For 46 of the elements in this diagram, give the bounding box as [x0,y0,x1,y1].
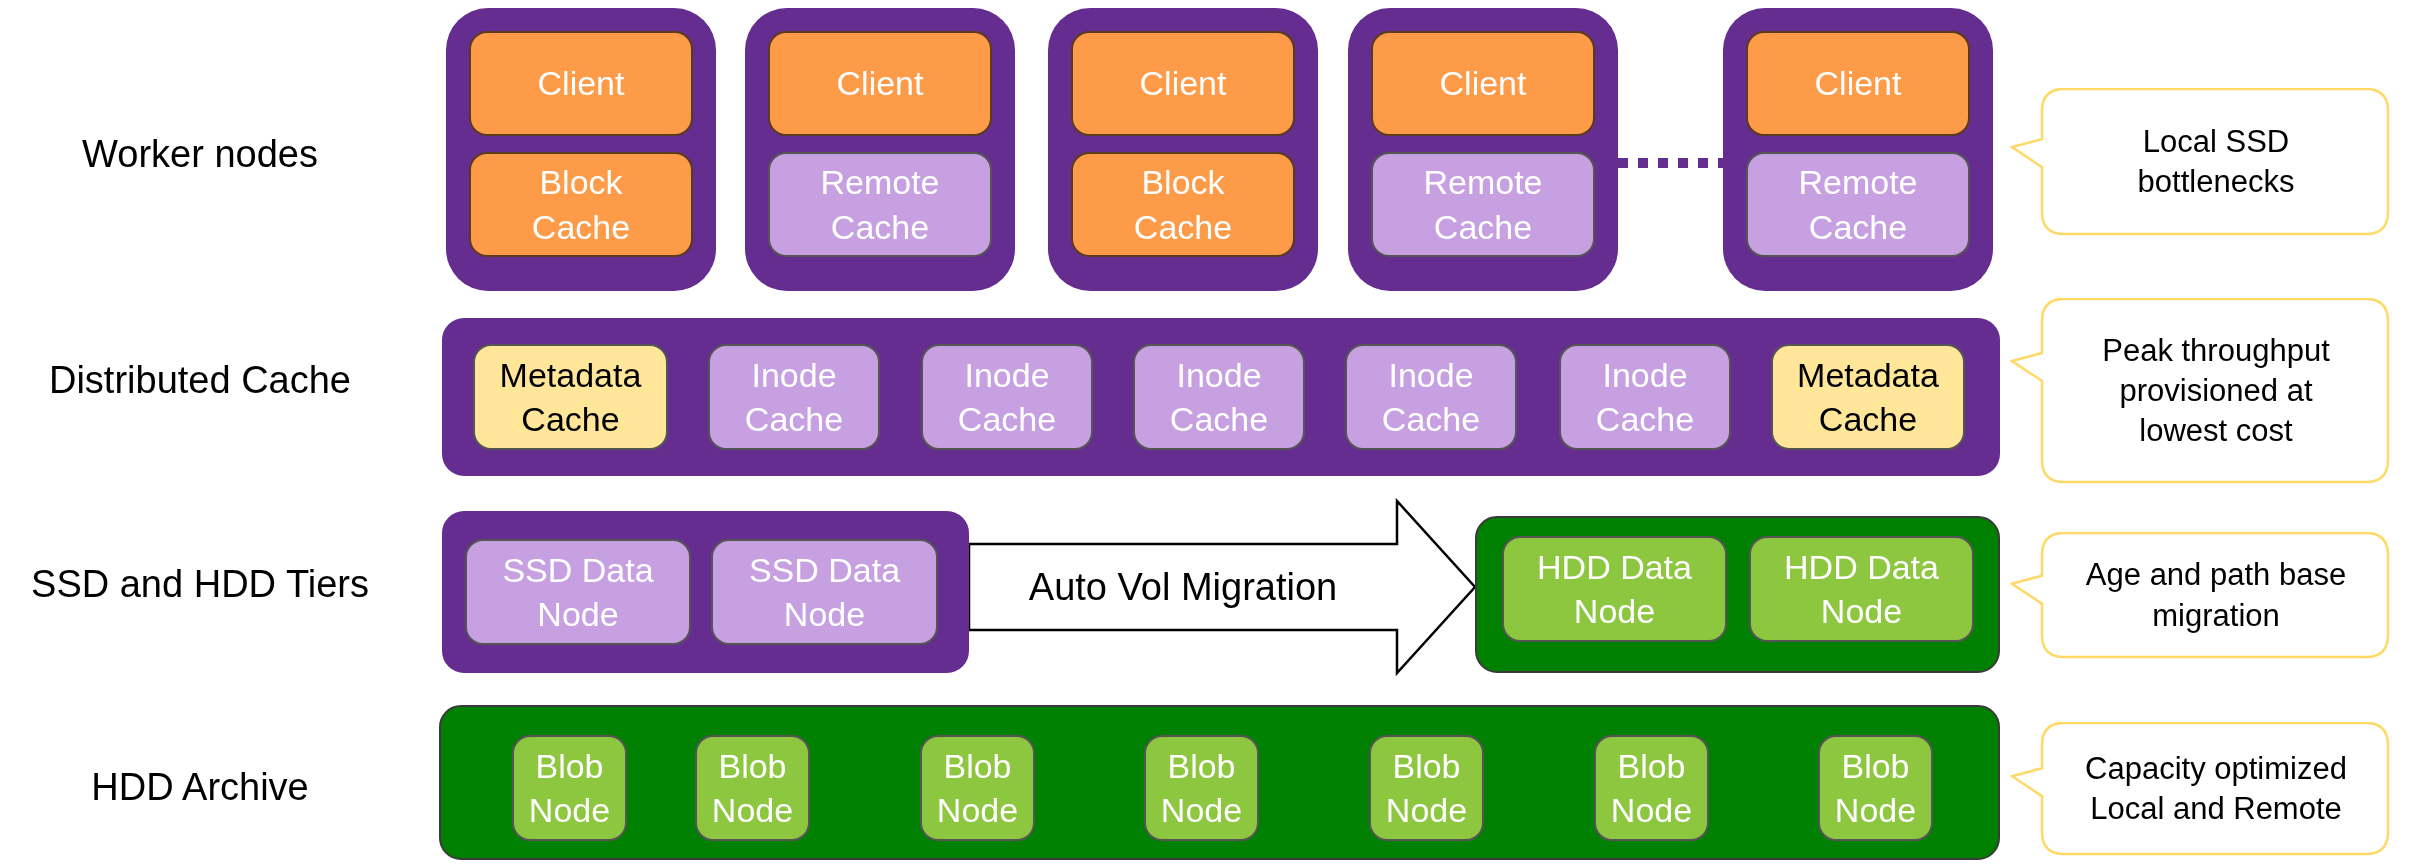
client-box: Client [1071,31,1295,136]
blob-node-box: Blob Node [695,735,810,841]
worker-node-box [446,8,716,291]
cache-tier-band [442,318,2000,476]
client-box: Client [469,31,693,136]
data-node-box: SSD Data Node [711,539,938,645]
callout-bubble: Age and path base migration [2010,532,2390,659]
metadata-cache-box: Metadata Cache [1771,344,1965,450]
ssd-tier-band [442,511,969,673]
hdd-tier-band [1475,516,2000,673]
callout-bubble: Peak throughput provisioned at lowest cost [2010,298,2390,484]
worker-node-box [1723,8,1993,291]
inode-cache-box: Inode Cache [708,344,880,450]
client-box: Client [1371,31,1595,136]
inode-cache-box: Inode Cache [1559,344,1731,450]
worker-node-box [1048,8,1318,291]
metadata-cache-box: Metadata Cache [473,344,668,450]
row-label: HDD Archive [90,766,310,809]
row-label: SSD and HDD Tiers [30,563,370,606]
blob-node-box: Blob Node [1144,735,1259,841]
worker-node-box [1348,8,1618,291]
cache-box: Remote Cache [1371,152,1595,257]
archive-tier-band [439,705,2000,860]
data-node-box: HDD Data Node [1502,536,1727,642]
blob-node-box: Blob Node [1369,735,1484,841]
worker-node-box [745,8,1015,291]
callout-bubble: Local SSD bottlenecks [2010,88,2390,236]
inode-cache-box: Inode Cache [1133,344,1305,450]
cache-box: Remote Cache [1746,152,1970,257]
cache-box: Remote Cache [768,152,992,257]
blob-node-box: Blob Node [1594,735,1709,841]
data-node-box: SSD Data Node [465,539,691,645]
inode-cache-box: Inode Cache [1345,344,1517,450]
client-box: Client [1746,31,1970,136]
dotted-connector [1618,158,1723,168]
blob-node-box: Blob Node [512,735,627,841]
cache-box: Block Cache [1071,152,1295,257]
cache-box: Block Cache [469,152,693,257]
blob-node-box: Blob Node [1818,735,1933,841]
blob-node-box: Blob Node [920,735,1035,841]
client-box: Client [768,31,992,136]
inode-cache-box: Inode Cache [921,344,1093,450]
row-label: Distributed Cache [47,359,352,402]
data-node-box: HDD Data Node [1749,536,1974,642]
row-label: Worker nodes [81,133,319,176]
callout-bubble: Capacity optimized Local and Remote [2010,722,2390,856]
